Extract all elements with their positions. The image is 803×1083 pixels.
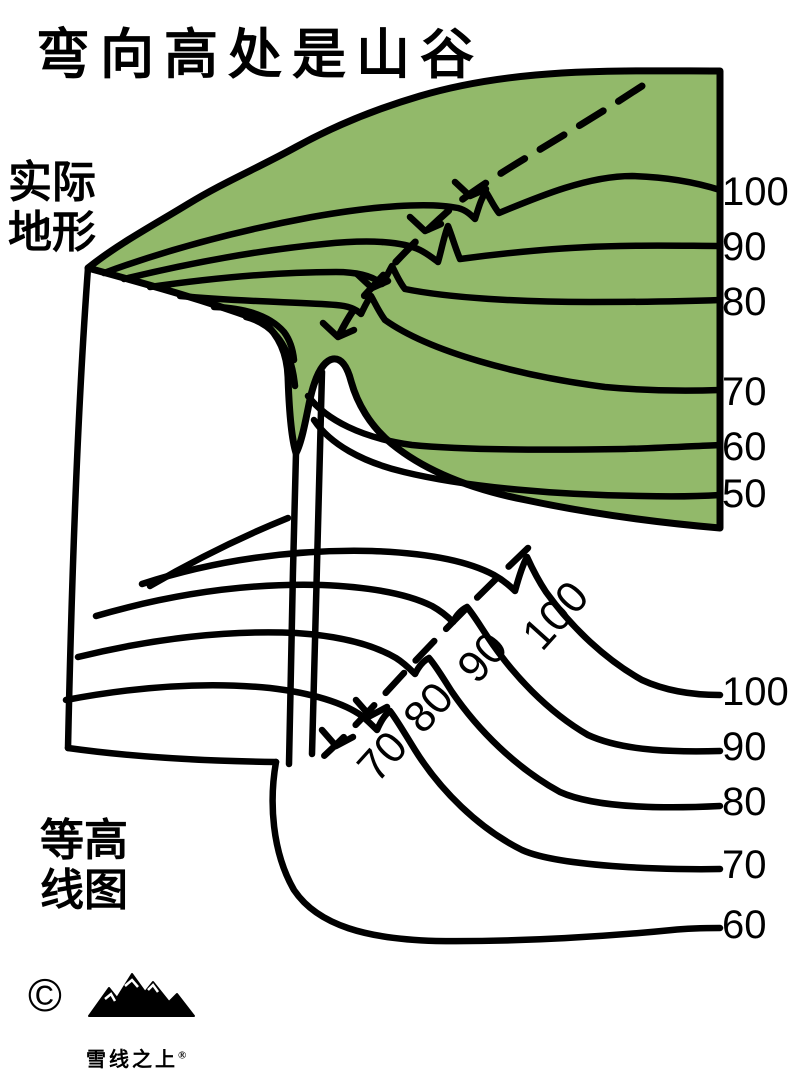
block-elevation-label: 60 [722,427,803,467]
block-elevation-label: 90 [722,227,803,267]
valley-cliff-edge-left [289,453,296,764]
front-face-bottom-edge [68,748,276,762]
contour-map-illustration [66,518,720,941]
map-elevation-label: 60 [722,905,803,945]
map-spur-line [150,518,288,586]
page-title: 弯向高处是山谷 [36,10,484,89]
map-elevation-label: 70 [722,845,803,885]
actual-terrain-label: 实际地形 [8,158,104,258]
block-elevation-label: 80 [722,282,803,322]
brand-name: 雪线之上® [86,1020,186,1072]
block-elevation-label: 100 [722,172,803,212]
copyright-symbol: © [28,972,62,1018]
contour-map-label: 等高线图 [40,816,136,916]
map-contour-100 [142,551,720,695]
map-elevation-label: 100 [722,672,803,712]
map-elevation-label: 90 [722,727,803,767]
block-elevation-label: 50 [722,474,803,514]
terrain-block-illustration [88,71,720,528]
map-contour-60 [273,762,720,941]
block-elevation-label: 70 [722,372,803,412]
snowline-logo-icon [86,968,208,1020]
registered-mark: ® [178,1049,186,1061]
downhill-arrow-icon-map-2 [322,730,353,746]
left-silhouette-edge [68,268,88,748]
map-elevation-label: 80 [722,782,803,822]
